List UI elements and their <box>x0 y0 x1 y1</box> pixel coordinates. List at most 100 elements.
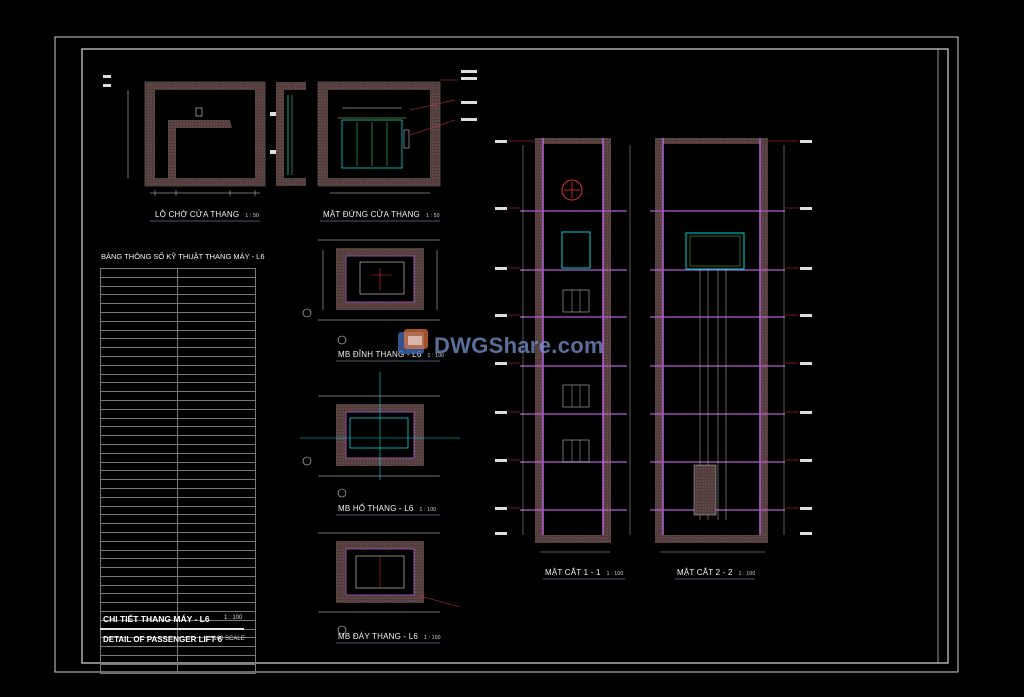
inner-frame <box>81 48 949 664</box>
spec-param-cell <box>100 646 178 657</box>
spec-value-cell <box>177 496 256 507</box>
spec-param-cell <box>100 575 178 586</box>
watermark-logo-icon <box>398 329 428 354</box>
watermark-text: DWGShare.com <box>434 333 604 358</box>
spec-value-cell <box>177 408 256 419</box>
spec-table-row <box>100 364 256 375</box>
spec-value-cell <box>177 417 256 428</box>
spec-table-row <box>100 663 256 674</box>
spec-param-cell <box>100 523 178 533</box>
spec-table-row <box>100 426 256 437</box>
spec-param-cell <box>100 567 178 577</box>
spec-value-cell <box>177 505 256 516</box>
spec-value-cell <box>177 584 256 595</box>
spec-param-cell <box>100 364 178 375</box>
spec-param-cell <box>100 452 178 463</box>
spec-table-row <box>100 461 256 472</box>
spec-table-row <box>100 391 256 401</box>
spec-value-cell <box>177 320 256 331</box>
spec-table-row <box>100 268 256 278</box>
spec-value-cell <box>177 487 256 498</box>
spec-param-cell <box>100 285 178 296</box>
spec-table-row <box>100 655 256 665</box>
spec-value-cell <box>177 329 256 340</box>
spec-value-cell <box>177 567 256 577</box>
spec-param-cell <box>100 426 178 437</box>
spec-param-cell <box>100 461 178 472</box>
spec-param-cell <box>100 584 178 595</box>
spec-value-cell <box>177 540 256 551</box>
door-elevation-drawing <box>317 70 477 194</box>
spec-table-row <box>100 285 256 296</box>
bottom-plan-drawing <box>318 532 461 635</box>
spec-table-row <box>100 470 256 481</box>
spec-value-cell <box>177 311 256 322</box>
spec-param-cell <box>100 479 178 489</box>
spec-value-cell <box>177 382 256 393</box>
spec-table-row <box>100 347 256 357</box>
spec-table-row <box>100 540 256 551</box>
spec-table-row <box>100 382 256 393</box>
spec-value-cell <box>177 285 256 296</box>
spec-value-cell <box>177 646 256 657</box>
spec-table-row <box>100 523 256 533</box>
spec-value-cell <box>177 531 256 542</box>
spec-table-row <box>100 479 256 489</box>
section-2-2-drawing <box>650 138 812 553</box>
spec-table <box>100 268 256 674</box>
spec-value-cell <box>177 294 256 305</box>
spec-param-cell <box>100 435 178 445</box>
spec-param-cell <box>100 505 178 516</box>
spec-value-cell <box>177 373 256 384</box>
spec-param-cell <box>100 443 178 454</box>
outer-frame <box>54 36 959 673</box>
spec-table-row <box>100 496 256 507</box>
spec-table-row <box>100 514 256 525</box>
spec-param-cell <box>100 399 178 410</box>
spec-table-row <box>100 452 256 463</box>
title-vietnamese: CHI TIẾT THANG MÁY - L6 <box>103 614 210 624</box>
title-divider <box>100 628 244 630</box>
door-side-section <box>270 82 306 186</box>
spec-table-row <box>100 593 256 604</box>
spec-value-cell <box>177 391 256 401</box>
spec-value-cell <box>177 355 256 366</box>
spec-param-cell <box>100 320 178 331</box>
spec-param-cell <box>100 549 178 560</box>
spec-table-row <box>100 276 256 287</box>
spec-param-cell <box>100 294 178 305</box>
spec-table-title: BẢNG THÔNG SỐ KỸ THUẬT THANG MÁY - L6 <box>101 252 265 261</box>
spec-param-cell <box>100 417 178 428</box>
spec-value-cell <box>177 602 256 613</box>
spec-param-cell <box>100 540 178 551</box>
spec-table-row <box>100 311 256 322</box>
spec-param-cell <box>100 276 178 287</box>
spec-param-cell <box>100 373 178 384</box>
spec-table-row <box>100 567 256 577</box>
spec-value-cell <box>177 364 256 375</box>
spec-param-cell <box>100 382 178 393</box>
top-plan-drawing <box>302 239 440 345</box>
spec-param-cell <box>100 558 178 569</box>
spec-table-row <box>100 303 256 313</box>
spec-param-cell <box>100 593 178 604</box>
spec-value-cell <box>177 549 256 560</box>
title-vietnamese-scale: 1 : 100 <box>224 615 243 621</box>
spec-param-cell <box>100 487 178 498</box>
spec-table-row <box>100 355 256 366</box>
spec-table-row <box>100 558 256 569</box>
spec-table-row <box>100 505 256 516</box>
spec-value-cell <box>177 435 256 445</box>
spec-table-row <box>100 408 256 419</box>
spec-table-row <box>100 602 256 613</box>
spec-value-cell <box>177 470 256 481</box>
spec-param-cell <box>100 268 178 278</box>
spec-table-row <box>100 531 256 542</box>
spec-table-row <box>100 399 256 410</box>
spec-value-cell <box>177 663 256 674</box>
